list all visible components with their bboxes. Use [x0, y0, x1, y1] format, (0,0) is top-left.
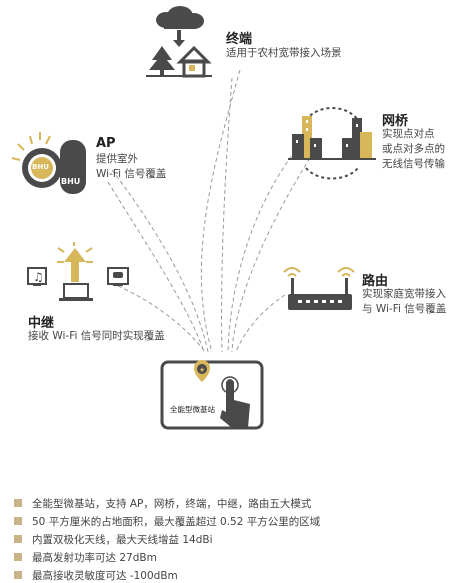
ap-desc-2: Wi-Fi 信号覆盖 — [96, 168, 167, 180]
line-repeater — [117, 285, 206, 353]
router-desc-1: 实现家庭宽带接入 — [362, 288, 446, 300]
ap-title: AP — [96, 136, 116, 151]
feature-item: 全能型微基站，支持 AP，网桥，终端，中继，路由五大模式 — [14, 496, 311, 511]
feature-item: 50 平方厘米的占地面积，最大覆盖超过 0.52 平方公里的区域 — [14, 514, 320, 529]
feature-item: 内置双极化天线，最大天线增益 14dBi — [14, 532, 212, 547]
bridge-title: 网桥 — [382, 114, 409, 129]
repeater-desc: 接收 Wi-Fi 信号同时实现覆盖 — [28, 330, 165, 342]
ap-icon — [10, 128, 90, 198]
bullet-square-icon — [14, 535, 22, 543]
repeater-title: 中继 — [28, 316, 55, 331]
line-router — [235, 294, 286, 353]
bridge-desc-2: 或点对多点的 — [382, 143, 445, 155]
router-desc-2: 与 Wi-Fi 信号覆盖 — [362, 303, 447, 315]
terminal-icon — [144, 4, 216, 78]
line-bridge-2 — [231, 157, 311, 353]
terminal-title: 终端 — [226, 32, 253, 47]
line-terminal-2 — [221, 77, 233, 353]
svg-text:♫: ♫ — [33, 270, 44, 284]
ap-badge-large: BHU — [61, 177, 81, 186]
router-icon — [282, 262, 358, 314]
svg-text:★: ★ — [199, 366, 205, 374]
center-label: 全能型微基站 — [170, 405, 215, 414]
bullet-square-icon — [14, 553, 22, 561]
bullet-square-icon — [14, 517, 22, 525]
line-terminal — [200, 69, 241, 353]
router-title: 路由 — [362, 274, 389, 289]
center-device: ★ — [160, 360, 264, 430]
bridge-desc-3: 无线信号传输 — [382, 158, 445, 170]
ap-badge-small: BHU — [32, 163, 49, 171]
bullet-square-icon — [14, 499, 22, 507]
bullet-square-icon — [14, 571, 22, 579]
ap-desc-1: 提供室外 — [96, 153, 138, 165]
feature-item: 最高发射功率可达 27dBm — [14, 550, 157, 565]
bridge-icon — [288, 98, 376, 180]
line-ap — [111, 169, 209, 353]
tablet-icon: ★ — [160, 360, 264, 430]
line-ap-2 — [107, 181, 205, 353]
terminal-desc: 适用于农村宽带接入场景 — [226, 47, 342, 59]
repeater-icon: ♫ — [24, 242, 134, 304]
feature-item: 最高接收灵敏度可达 -100dBm — [14, 568, 178, 583]
bridge-desc-1: 实现点对点 — [382, 128, 435, 140]
